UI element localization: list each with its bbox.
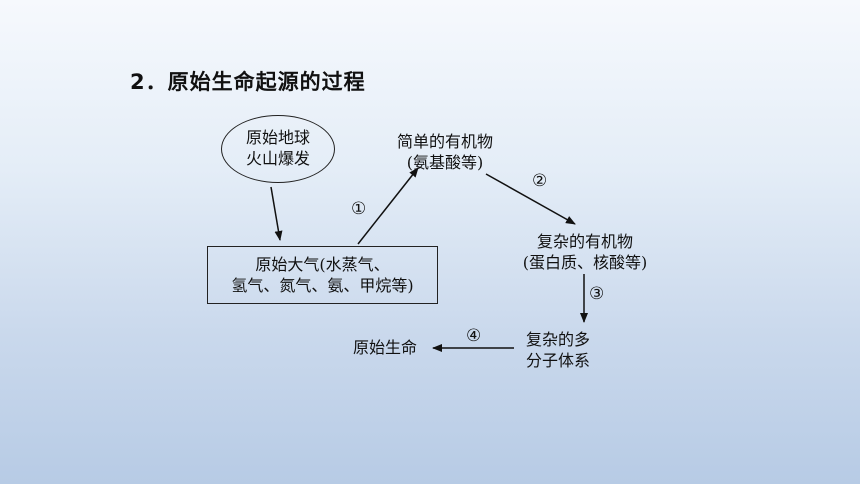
step-label-1: ① (351, 199, 367, 219)
node-atmosphere: 原始大气(水蒸气、 氢气、氮气、氨、甲烷等) (207, 254, 438, 296)
node-eruption-line2: 火山爆发 (245, 149, 310, 168)
arrow-eruption-to-atmosphere (270, 186, 283, 241)
node-complex-line2: (蛋白质、核酸等) (522, 253, 648, 272)
eruption-ellipse (221, 115, 335, 183)
node-multi-line1: 复杂的多 (525, 330, 590, 349)
node-complex-line1: 复杂的有机物 (536, 232, 633, 251)
node-multimolecular-system: 复杂的多 分子体系 (508, 329, 608, 371)
node-atmosphere-line1: 原始大气(水蒸气、 (255, 255, 390, 274)
node-primitive-life: 原始生命 (340, 337, 430, 358)
step-label-2: ② (532, 171, 548, 191)
node-simple-organics: 简单的有机物 (氨基酸等) (375, 131, 515, 173)
node-simple-line2: (氨基酸等) (406, 153, 484, 172)
node-multi-line2: 分子体系 (525, 351, 590, 370)
node-eruption-line1: 原始地球 (245, 128, 310, 147)
node-life-line1: 原始生命 (352, 338, 417, 357)
arrow-simple-to-complex (485, 173, 576, 225)
page-title: 2．原始生命起源的过程 (130, 70, 366, 94)
node-complex-organics: 复杂的有机物 (蛋白质、核酸等) (500, 231, 670, 273)
arrow-atmosphere-to-simple (357, 167, 419, 245)
step-label-4: ④ (466, 326, 482, 346)
atmosphere-box (207, 246, 438, 304)
node-simple-line1: 简单的有机物 (396, 132, 493, 151)
node-eruption: 原始地球 火山爆发 (221, 127, 335, 169)
node-atmosphere-line2: 氢气、氮气、氨、甲烷等) (231, 276, 414, 295)
step-label-3: ③ (589, 284, 605, 304)
